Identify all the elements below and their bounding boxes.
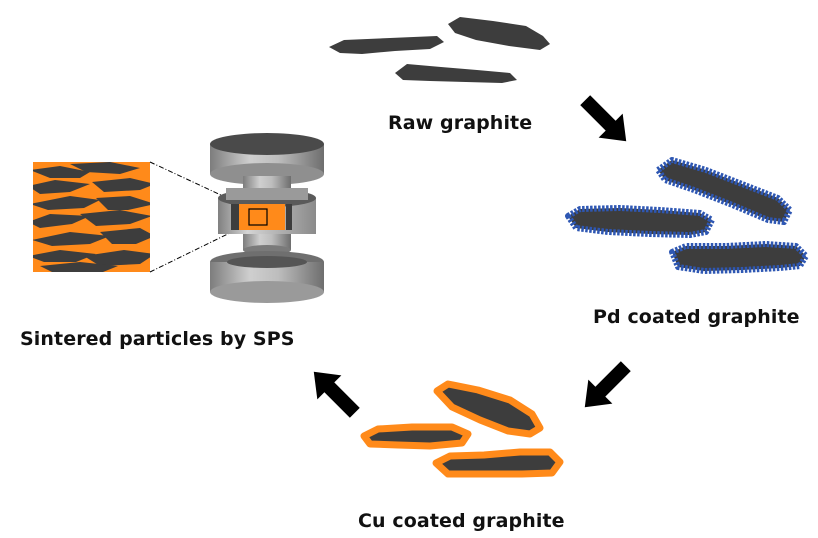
graphite-flake xyxy=(329,36,444,54)
graphite-flake xyxy=(395,64,517,83)
raw-graphite-flakes xyxy=(329,17,550,83)
sintered-particles-label: Sintered particles by SPS xyxy=(20,328,295,350)
raw-graphite-label: Raw graphite xyxy=(388,112,533,134)
arrow-icon xyxy=(580,95,627,142)
cu-coated-flake xyxy=(432,448,564,478)
pd-coated-flake xyxy=(565,205,715,238)
pd-coated-graphite xyxy=(565,157,809,274)
cu-coated-flake xyxy=(360,423,472,450)
pd-coated-flake xyxy=(669,241,809,274)
graphite-flake xyxy=(448,17,550,50)
pd-coated-flake xyxy=(655,157,793,225)
cu-coated-graphite xyxy=(360,380,564,478)
pd-coated-graphite-label: Pd coated graphite xyxy=(593,306,800,328)
arrow-icon xyxy=(313,371,360,418)
sintered-particles-inset xyxy=(33,161,241,273)
cu-coated-flake xyxy=(433,380,544,438)
sps-die-icon xyxy=(210,133,324,303)
cu-coated-graphite-label: Cu coated graphite xyxy=(358,510,565,532)
arrow-icon xyxy=(584,361,631,408)
